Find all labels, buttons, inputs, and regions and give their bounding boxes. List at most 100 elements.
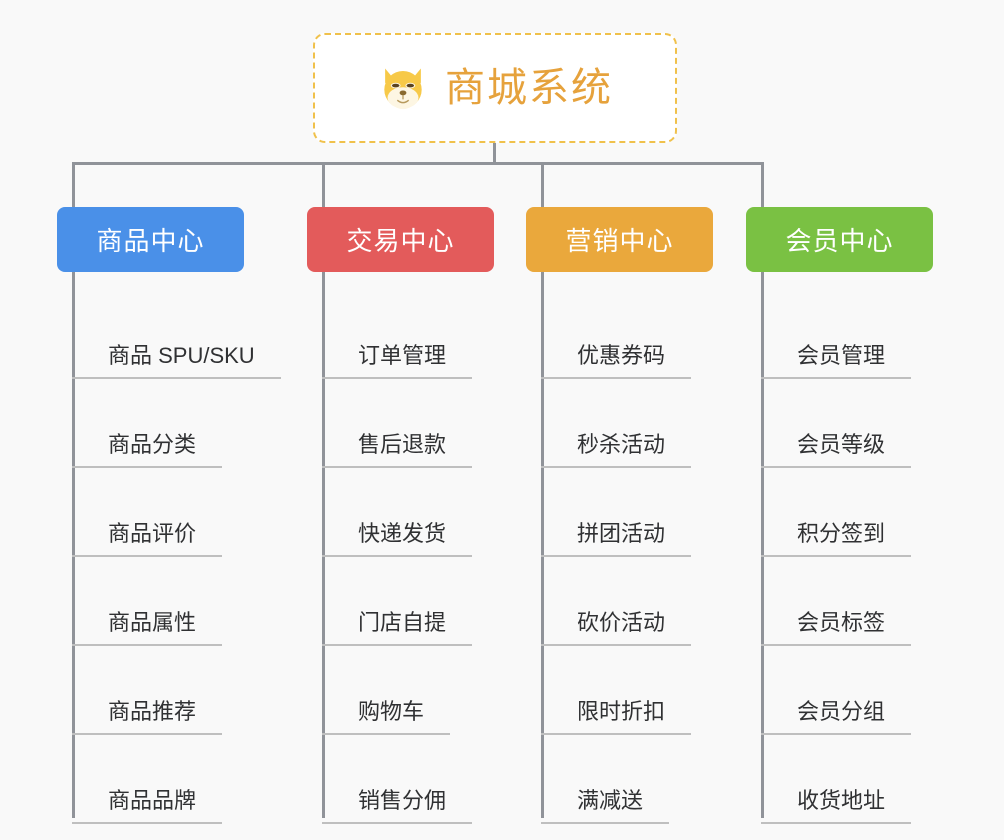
leaf-label: 快递发货: [358, 520, 447, 546]
leaf-node[interactable]: 商品分类: [57, 379, 244, 468]
leaf-label: 积分签到: [797, 520, 886, 546]
leaf-label: 商品属性: [108, 609, 197, 635]
leaf-label: 商品评价: [108, 520, 197, 546]
leaf-label: 商品 SPU/SKU: [108, 342, 255, 368]
leaf-node[interactable]: 售后退款: [307, 379, 494, 468]
branch-items-product-center: 商品 SPU/SKU 商品分类商品评价商品属性商品推荐商品品牌: [57, 272, 281, 824]
leaf-underline: 限时折扣: [541, 698, 692, 735]
leaf-node[interactable]: 订单管理: [307, 290, 494, 379]
branch-header-marketing-center[interactable]: 营销中心: [526, 207, 713, 272]
connector-root-stem: [493, 143, 496, 165]
leaf-node[interactable]: 限时折扣: [526, 646, 713, 735]
dog-face-icon: [377, 62, 429, 114]
leaf-label: 售后退款: [358, 431, 447, 457]
leaf-label: 门店自提: [358, 609, 447, 635]
leaf-underline: 商品推荐: [72, 698, 223, 735]
leaf-underline: 会员分组: [761, 698, 912, 735]
connector-drop-4: [761, 162, 764, 207]
leaf-label: 订单管理: [358, 342, 447, 368]
leaf-label: 商品品牌: [108, 787, 197, 813]
leaf-underline: 售后退款: [322, 431, 473, 468]
leaf-underline: 商品分类: [72, 431, 223, 468]
connector-drop-2: [322, 162, 325, 207]
leaf-node[interactable]: 门店自提: [307, 557, 494, 646]
branch-member-center: 会员中心会员管理会员等级积分签到会员标签会员分组收货地址: [746, 207, 933, 824]
leaf-label: 购物车: [358, 698, 425, 724]
branch-items-member-center: 会员管理会员等级积分签到会员标签会员分组收货地址: [746, 272, 933, 824]
leaf-underline: 订单管理: [322, 342, 473, 379]
branch-spine: [72, 272, 75, 818]
leaf-underline: 会员等级: [761, 431, 912, 468]
leaf-underline: 砍价活动: [541, 609, 692, 646]
leaf-node[interactable]: 商品 SPU/SKU: [57, 290, 281, 379]
leaf-label: 收货地址: [797, 787, 886, 813]
leaf-underline: 会员管理: [761, 342, 912, 379]
leaf-label: 销售分佣: [358, 787, 447, 813]
leaf-underline: 商品评价: [72, 520, 223, 557]
leaf-node[interactable]: 会员分组: [746, 646, 933, 735]
leaf-label: 商品推荐: [108, 698, 197, 724]
leaf-label: 优惠券码: [577, 342, 666, 368]
leaf-label: 秒杀活动: [577, 431, 666, 457]
leaf-node[interactable]: 快递发货: [307, 468, 494, 557]
leaf-label: 会员标签: [797, 609, 886, 635]
leaf-underline: 积分签到: [761, 520, 912, 557]
leaf-node[interactable]: 积分签到: [746, 468, 933, 557]
leaf-node[interactable]: 会员等级: [746, 379, 933, 468]
leaf-underline: 快递发货: [322, 520, 473, 557]
leaf-node[interactable]: 商品属性: [57, 557, 244, 646]
leaf-node[interactable]: 商品推荐: [57, 646, 244, 735]
leaf-label: 商品分类: [108, 431, 197, 457]
branch-spine: [761, 272, 764, 818]
branch-items-trade-center: 订单管理售后退款快递发货门店自提购物车销售分佣: [307, 272, 494, 824]
root-title: 商城系统: [445, 66, 613, 110]
leaf-underline: 优惠券码: [541, 342, 692, 379]
leaf-label: 限时折扣: [577, 698, 666, 724]
leaf-underline: 商品属性: [72, 609, 223, 646]
leaf-node[interactable]: 商品品牌: [57, 735, 244, 824]
leaf-node[interactable]: 满减送: [526, 735, 713, 824]
branch-header-trade-center[interactable]: 交易中心: [307, 207, 494, 272]
leaf-underline: 秒杀活动: [541, 431, 692, 468]
leaf-underline: 满减送: [541, 787, 670, 824]
branch-items-marketing-center: 优惠券码秒杀活动拼团活动砍价活动限时折扣满减送: [526, 272, 713, 824]
branch-header-label: 交易中心: [346, 226, 455, 256]
branch-header-label: 会员中心: [785, 226, 894, 256]
branch-trade-center: 交易中心订单管理售后退款快递发货门店自提购物车销售分佣: [307, 207, 494, 824]
leaf-label: 会员管理: [797, 342, 886, 368]
leaf-underline: 会员标签: [761, 609, 912, 646]
leaf-node[interactable]: 商品评价: [57, 468, 244, 557]
leaf-underline: 拼团活动: [541, 520, 692, 557]
leaf-underline: 销售分佣: [322, 787, 473, 824]
connector-drop-3: [541, 162, 544, 207]
branch-header-member-center[interactable]: 会员中心: [746, 207, 933, 272]
branch-spine: [322, 272, 325, 818]
leaf-node[interactable]: 秒杀活动: [526, 379, 713, 468]
branch-spine: [541, 272, 544, 818]
branch-header-label: 营销中心: [565, 226, 674, 256]
leaf-label: 满减送: [577, 787, 644, 813]
leaf-underline: 收货地址: [761, 787, 912, 824]
leaf-node[interactable]: 会员标签: [746, 557, 933, 646]
leaf-label: 砍价活动: [577, 609, 666, 635]
branch-header-label: 商品中心: [96, 226, 205, 256]
leaf-underline: 购物车: [322, 698, 451, 735]
leaf-node[interactable]: 拼团活动: [526, 468, 713, 557]
leaf-underline: 商品品牌: [72, 787, 223, 824]
root-node[interactable]: 商城系统: [313, 33, 677, 143]
leaf-node[interactable]: 优惠券码: [526, 290, 713, 379]
leaf-label: 会员分组: [797, 698, 886, 724]
leaf-node[interactable]: 收货地址: [746, 735, 933, 824]
leaf-label: 拼团活动: [577, 520, 666, 546]
branch-product-center: 商品中心商品 SPU/SKU 商品分类商品评价商品属性商品推荐商品品牌: [57, 207, 281, 824]
leaf-node[interactable]: 销售分佣: [307, 735, 494, 824]
leaf-node[interactable]: 购物车: [307, 646, 494, 735]
connector-drop-1: [72, 162, 75, 207]
leaf-underline: 商品 SPU/SKU: [72, 343, 281, 379]
branch-header-product-center[interactable]: 商品中心: [57, 207, 244, 272]
branch-marketing-center: 营销中心优惠券码秒杀活动拼团活动砍价活动限时折扣满减送: [526, 207, 713, 824]
leaf-node[interactable]: 砍价活动: [526, 557, 713, 646]
leaf-node[interactable]: 会员管理: [746, 290, 933, 379]
leaf-label: 会员等级: [797, 431, 886, 457]
